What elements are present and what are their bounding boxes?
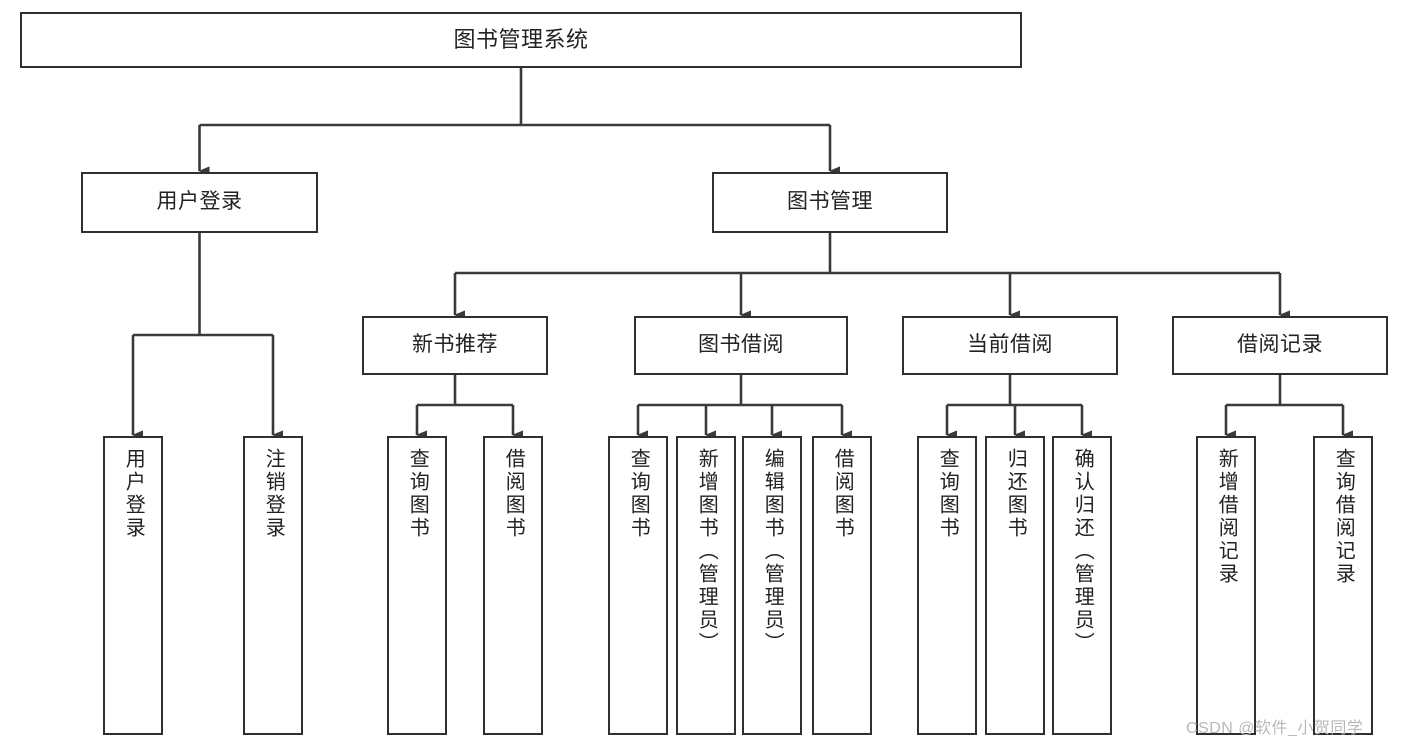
node-label: 图书借阅 — [698, 333, 784, 357]
node-l8: 借阅图书 — [812, 436, 872, 735]
node-root: 图书管理系统 — [20, 12, 1022, 68]
node-l11: 确认归还（管理员） — [1052, 436, 1112, 735]
node-label: 图书管理 — [787, 190, 873, 214]
node-label: 图书管理系统 — [453, 27, 589, 53]
node-l12: 新增借阅记录 — [1196, 436, 1256, 735]
node-label: 查询图书 — [627, 448, 650, 540]
node-l13: 查询借阅记录 — [1313, 436, 1373, 735]
node-label: 借阅图书 — [502, 448, 525, 540]
node-borrow: 图书借阅 — [634, 316, 848, 375]
node-label: 新书推荐 — [412, 333, 498, 357]
node-login: 用户登录 — [81, 172, 318, 233]
node-current: 当前借阅 — [902, 316, 1118, 375]
node-label: 用户登录 — [156, 190, 243, 214]
node-label: 借阅记录 — [1237, 333, 1323, 357]
node-l10: 归还图书 — [985, 436, 1045, 735]
node-label: 用户登录 — [122, 448, 145, 540]
node-label: 查询借阅记录 — [1332, 448, 1355, 586]
node-newbook: 新书推荐 — [362, 316, 548, 375]
node-label: 编辑图书（管理员） — [761, 448, 784, 655]
node-l7: 编辑图书（管理员） — [742, 436, 802, 735]
node-l6: 新增图书（管理员） — [676, 436, 736, 735]
node-records: 借阅记录 — [1172, 316, 1388, 375]
node-label: 新增借阅记录 — [1215, 448, 1238, 586]
node-label: 归还图书 — [1004, 448, 1027, 540]
node-label: 查询图书 — [406, 448, 429, 540]
node-l3: 查询图书 — [387, 436, 447, 735]
node-label: 查询图书 — [936, 448, 959, 540]
node-l9: 查询图书 — [917, 436, 977, 735]
node-label: 当前借阅 — [967, 333, 1053, 357]
node-l2: 注销登录 — [243, 436, 303, 735]
node-label: 新增图书（管理员） — [695, 448, 718, 655]
node-l4: 借阅图书 — [483, 436, 543, 735]
node-l1: 用户登录 — [103, 436, 163, 735]
node-label: 注销登录 — [262, 448, 285, 540]
node-bookmgmt: 图书管理 — [712, 172, 948, 233]
node-label: 确认归还（管理员） — [1071, 448, 1094, 655]
node-label: 借阅图书 — [831, 448, 854, 540]
node-l5: 查询图书 — [608, 436, 668, 735]
